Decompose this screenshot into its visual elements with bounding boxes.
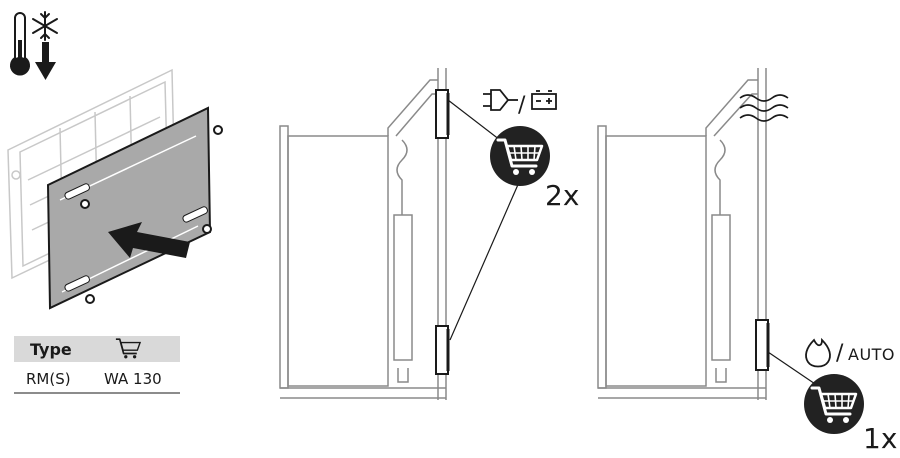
- lower-vent-grille: [435, 325, 449, 375]
- arrow-down-icon: [35, 42, 56, 80]
- table-header-type: Type: [30, 340, 72, 359]
- panel-3-gas: [597, 68, 825, 400]
- separator-slash-gas: /: [836, 341, 844, 366]
- battery-icon: [531, 90, 557, 110]
- push-arrow-icon: [108, 222, 190, 258]
- cart-badge: [490, 126, 550, 186]
- screw-icon: [80, 125, 223, 304]
- separator-slash: /: [518, 93, 526, 118]
- table-cell-value: WA 130: [104, 370, 162, 388]
- table-cell-type: RM(S): [26, 370, 71, 388]
- cart-icon: [115, 338, 142, 359]
- cart-badge-gas: [804, 374, 864, 434]
- quantity-label: 2x: [545, 179, 579, 212]
- wind-waves-icon: [739, 94, 789, 122]
- winter-cover-panel: [46, 106, 212, 310]
- quantity-label-gas: 1x: [863, 422, 897, 455]
- type-table: Type RM(S) WA 130: [14, 336, 180, 394]
- snowflake-icon: [32, 11, 58, 41]
- gas-flame-icon: [805, 337, 831, 368]
- table-header-bg: [14, 336, 180, 362]
- plug-icon: [483, 89, 518, 111]
- upper-vent-grille: [435, 89, 449, 139]
- auto-label: AUTO: [848, 345, 895, 364]
- panel-1-cover-install: Type RM(S) WA 130: [7, 11, 223, 394]
- thermometer-icon: [10, 12, 30, 76]
- lower-vent-grille-gas: [755, 319, 769, 371]
- panel-2-electric: [279, 68, 521, 400]
